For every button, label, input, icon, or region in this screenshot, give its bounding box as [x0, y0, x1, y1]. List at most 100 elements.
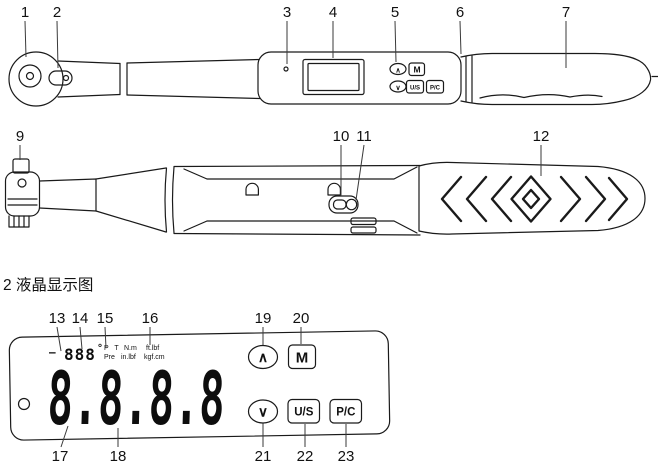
latch-detail-bar: [350, 226, 377, 234]
callout-4: 4: [329, 4, 337, 21]
callout-23: 23: [338, 448, 355, 465]
ratchet-head-outline: [8, 51, 64, 107]
callout-11: 11: [356, 128, 372, 145]
mode-button-label: M: [296, 350, 309, 367]
callout-10: 10: [333, 128, 350, 145]
callout-22: 22: [297, 448, 314, 465]
latch-detail-bar: [350, 217, 377, 226]
body-outline: [173, 164, 421, 236]
grip-contour-line: [479, 94, 603, 99]
head-body: [4, 171, 41, 217]
neck-bar: [38, 178, 97, 212]
wrench-side-view: ∧ M ∨ U/S P/C: [8, 51, 658, 107]
lcd-screen-inner: [307, 62, 360, 92]
grip-collar-lines: [465, 55, 473, 103]
up-arrow-icon: ∧: [395, 67, 400, 74]
callout-line-2: [56, 20, 59, 69]
callout-line-11: [355, 144, 365, 201]
latch-release-circle: [345, 198, 358, 211]
unit-label: N.m: [124, 345, 137, 352]
degree-symbol: °: [97, 343, 103, 354]
shaft-outline: [126, 58, 261, 100]
screw-hole: [17, 397, 31, 411]
unit-label: in.lbf: [121, 354, 136, 361]
square-drive-stub: [12, 158, 30, 174]
callout-line-5: [394, 20, 397, 63]
lcd-panel-diagram: — 888 ° P T Pre N.m in.lbf ft.lbf kgf.cm…: [8, 330, 391, 442]
down-button-large: [247, 399, 279, 424]
minus-indicator: —: [49, 346, 56, 359]
callout-line-13: [56, 326, 62, 352]
main-digits: 8.8.8.8: [46, 356, 226, 442]
unit-button: [405, 79, 425, 94]
lock-icon: [327, 182, 341, 196]
detent-ball: [17, 178, 27, 188]
unit-label: ft.lbf: [146, 345, 159, 352]
grip-chevrons-left: [440, 175, 513, 223]
callout-1: 1: [21, 4, 29, 21]
down-arrow-icon: ∨: [258, 404, 268, 420]
callout-numbers: 1 2 3 4 5 6 7 9 10 11 12 13 14 15 16 19 …: [16, 4, 570, 465]
lcd-screen-outer: [302, 58, 365, 96]
battery-latch-button: [328, 195, 359, 214]
callout-13: 13: [49, 310, 66, 327]
callout-17: 17: [52, 448, 69, 465]
mode-button-large: [287, 344, 317, 370]
callout-14: 14: [72, 310, 89, 327]
callout-2: 2: [53, 4, 61, 21]
callout-6: 6: [456, 4, 464, 21]
pc-button: [425, 79, 445, 94]
small-digits: 888: [64, 345, 96, 364]
housing-face-lines: [183, 166, 418, 234]
down-arrow-icon: ∨: [395, 85, 400, 92]
reverse-lever-pin: [62, 74, 70, 82]
callout-line-17: [60, 425, 69, 448]
callout-line-1: [24, 20, 27, 58]
head-detail-lines: [7, 198, 38, 206]
callout-12: 12: [533, 128, 550, 145]
neck-collar-lines: [119, 62, 128, 96]
callout-line-6: [459, 20, 462, 55]
grip-outline-top: [418, 161, 646, 235]
callout-7: 7: [562, 4, 570, 21]
mode-indicators-line2: Pre: [104, 354, 115, 361]
pc-button-large: [329, 398, 363, 424]
callout-5: 5: [391, 4, 399, 21]
reverse-lever-slot: [48, 70, 73, 86]
callout-15: 15: [97, 310, 114, 327]
lcd-panel-outline: [8, 330, 391, 441]
lock-icon: [245, 182, 259, 196]
ratchet-teeth: [8, 215, 30, 228]
up-button-large: [247, 344, 279, 370]
neck-outline: [57, 60, 121, 98]
drive-socket-center: [25, 71, 35, 81]
body-taper-lines: [95, 167, 167, 233]
callout-19: 19: [255, 310, 272, 327]
latch-slider: [332, 199, 347, 210]
callout-20: 20: [293, 310, 310, 327]
mode-button: [408, 62, 426, 77]
grip-diamond: [510, 175, 552, 223]
grip-outline: [460, 52, 652, 106]
pc-button-label: P/C: [336, 407, 355, 419]
wrench-top-view: [4, 158, 646, 236]
callout-lines: [19, 20, 567, 448]
unit-label: kgf.cm: [144, 354, 165, 361]
unit-button-large: [287, 398, 321, 424]
up-arrow-icon: ∧: [258, 349, 268, 365]
callout-line-15: [104, 326, 107, 349]
body-collar-lines: [164, 166, 175, 234]
callout-21: 21: [255, 448, 272, 465]
callout-9: 9: [16, 128, 24, 145]
up-button: [389, 62, 407, 76]
unit-button-label: U/S: [410, 86, 420, 92]
mode-indicators-line1: P T: [104, 345, 121, 352]
callout-line-14: [79, 326, 83, 350]
drive-socket-circle: [18, 64, 42, 88]
callout-3: 3: [283, 4, 291, 21]
grip-chevrons-right: [559, 175, 629, 223]
callout-18: 18: [110, 448, 127, 465]
pc-button-label: P/C: [430, 86, 441, 92]
unit-button-label: U/S: [294, 407, 314, 419]
